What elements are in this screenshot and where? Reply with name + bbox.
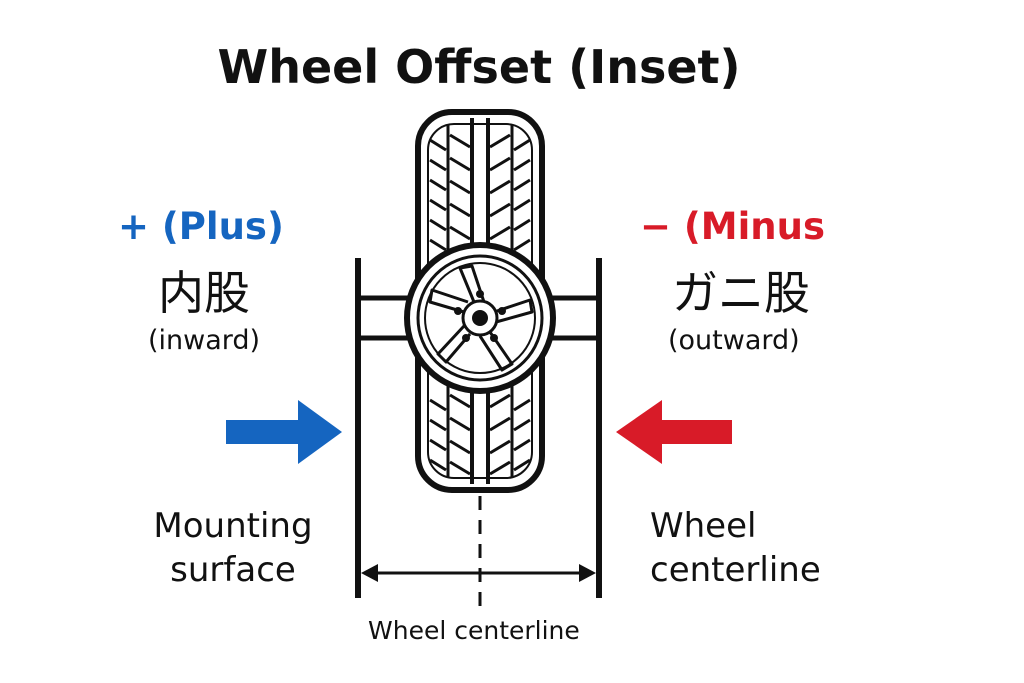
wheel-centerline-side-label: Wheel centerline	[650, 506, 821, 590]
diagram-title: Wheel Offset (Inset)	[217, 40, 741, 94]
minus-label: − (Minus	[640, 205, 825, 248]
minus-english-label: (outward)	[668, 325, 800, 356]
minus-japanese-label: ガニ股	[672, 266, 810, 320]
plus-label: + (Plus)	[118, 205, 284, 248]
wheel-rim-icon	[404, 242, 556, 394]
width-dimension-arrow	[361, 564, 596, 582]
blue-arrow-right-icon	[226, 400, 342, 464]
plus-japanese-label: 内股	[158, 266, 250, 320]
wheel-centerline-bottom-label: Wheel centerline	[368, 616, 580, 645]
plus-english-label: (inward)	[148, 325, 261, 356]
red-arrow-left-icon	[616, 400, 732, 464]
mounting-surface-label: Mounting surface	[153, 506, 313, 590]
